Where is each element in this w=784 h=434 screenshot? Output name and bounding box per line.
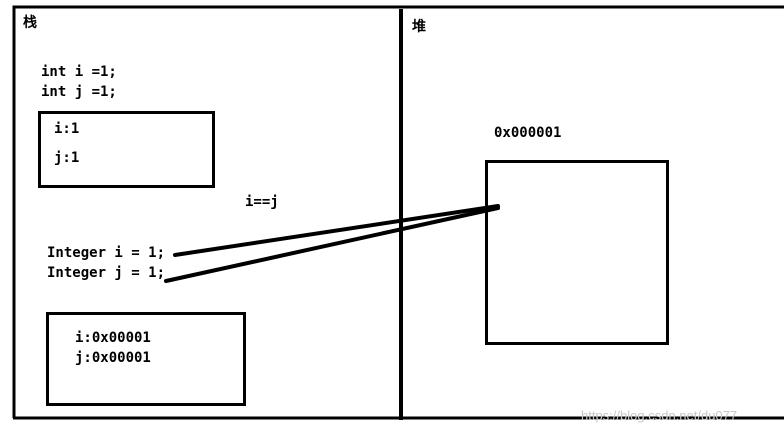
reference-box — [46, 312, 246, 406]
outer-frame — [12, 5, 784, 418]
reference-value-j: j:0x00001 — [75, 350, 151, 366]
wrapper-decl-j: Integer j = 1; — [47, 265, 166, 281]
primitive-value-j: j:1 — [54, 150, 80, 166]
source-watermark: https://blog.csdn.net/du077 — [581, 408, 738, 423]
heap-object-box — [485, 160, 669, 345]
stack-title: 栈 — [23, 15, 37, 31]
primitive-value-i: i:1 — [54, 121, 80, 137]
wrapper-decl-i: Integer i = 1; — [47, 245, 166, 261]
heap-title: 堆 — [412, 19, 426, 35]
heap-address: 0x000001 — [494, 125, 562, 141]
equality-compare: i==j — [245, 194, 279, 210]
reference-line-j — [164, 206, 500, 283]
primitive-value-box — [38, 111, 215, 188]
reference-line-i — [173, 204, 500, 257]
primitive-decl-j: int j =1; — [41, 84, 117, 100]
reference-value-i: i:0x00001 — [75, 330, 151, 346]
primitive-decl-i: int i =1; — [41, 64, 117, 80]
